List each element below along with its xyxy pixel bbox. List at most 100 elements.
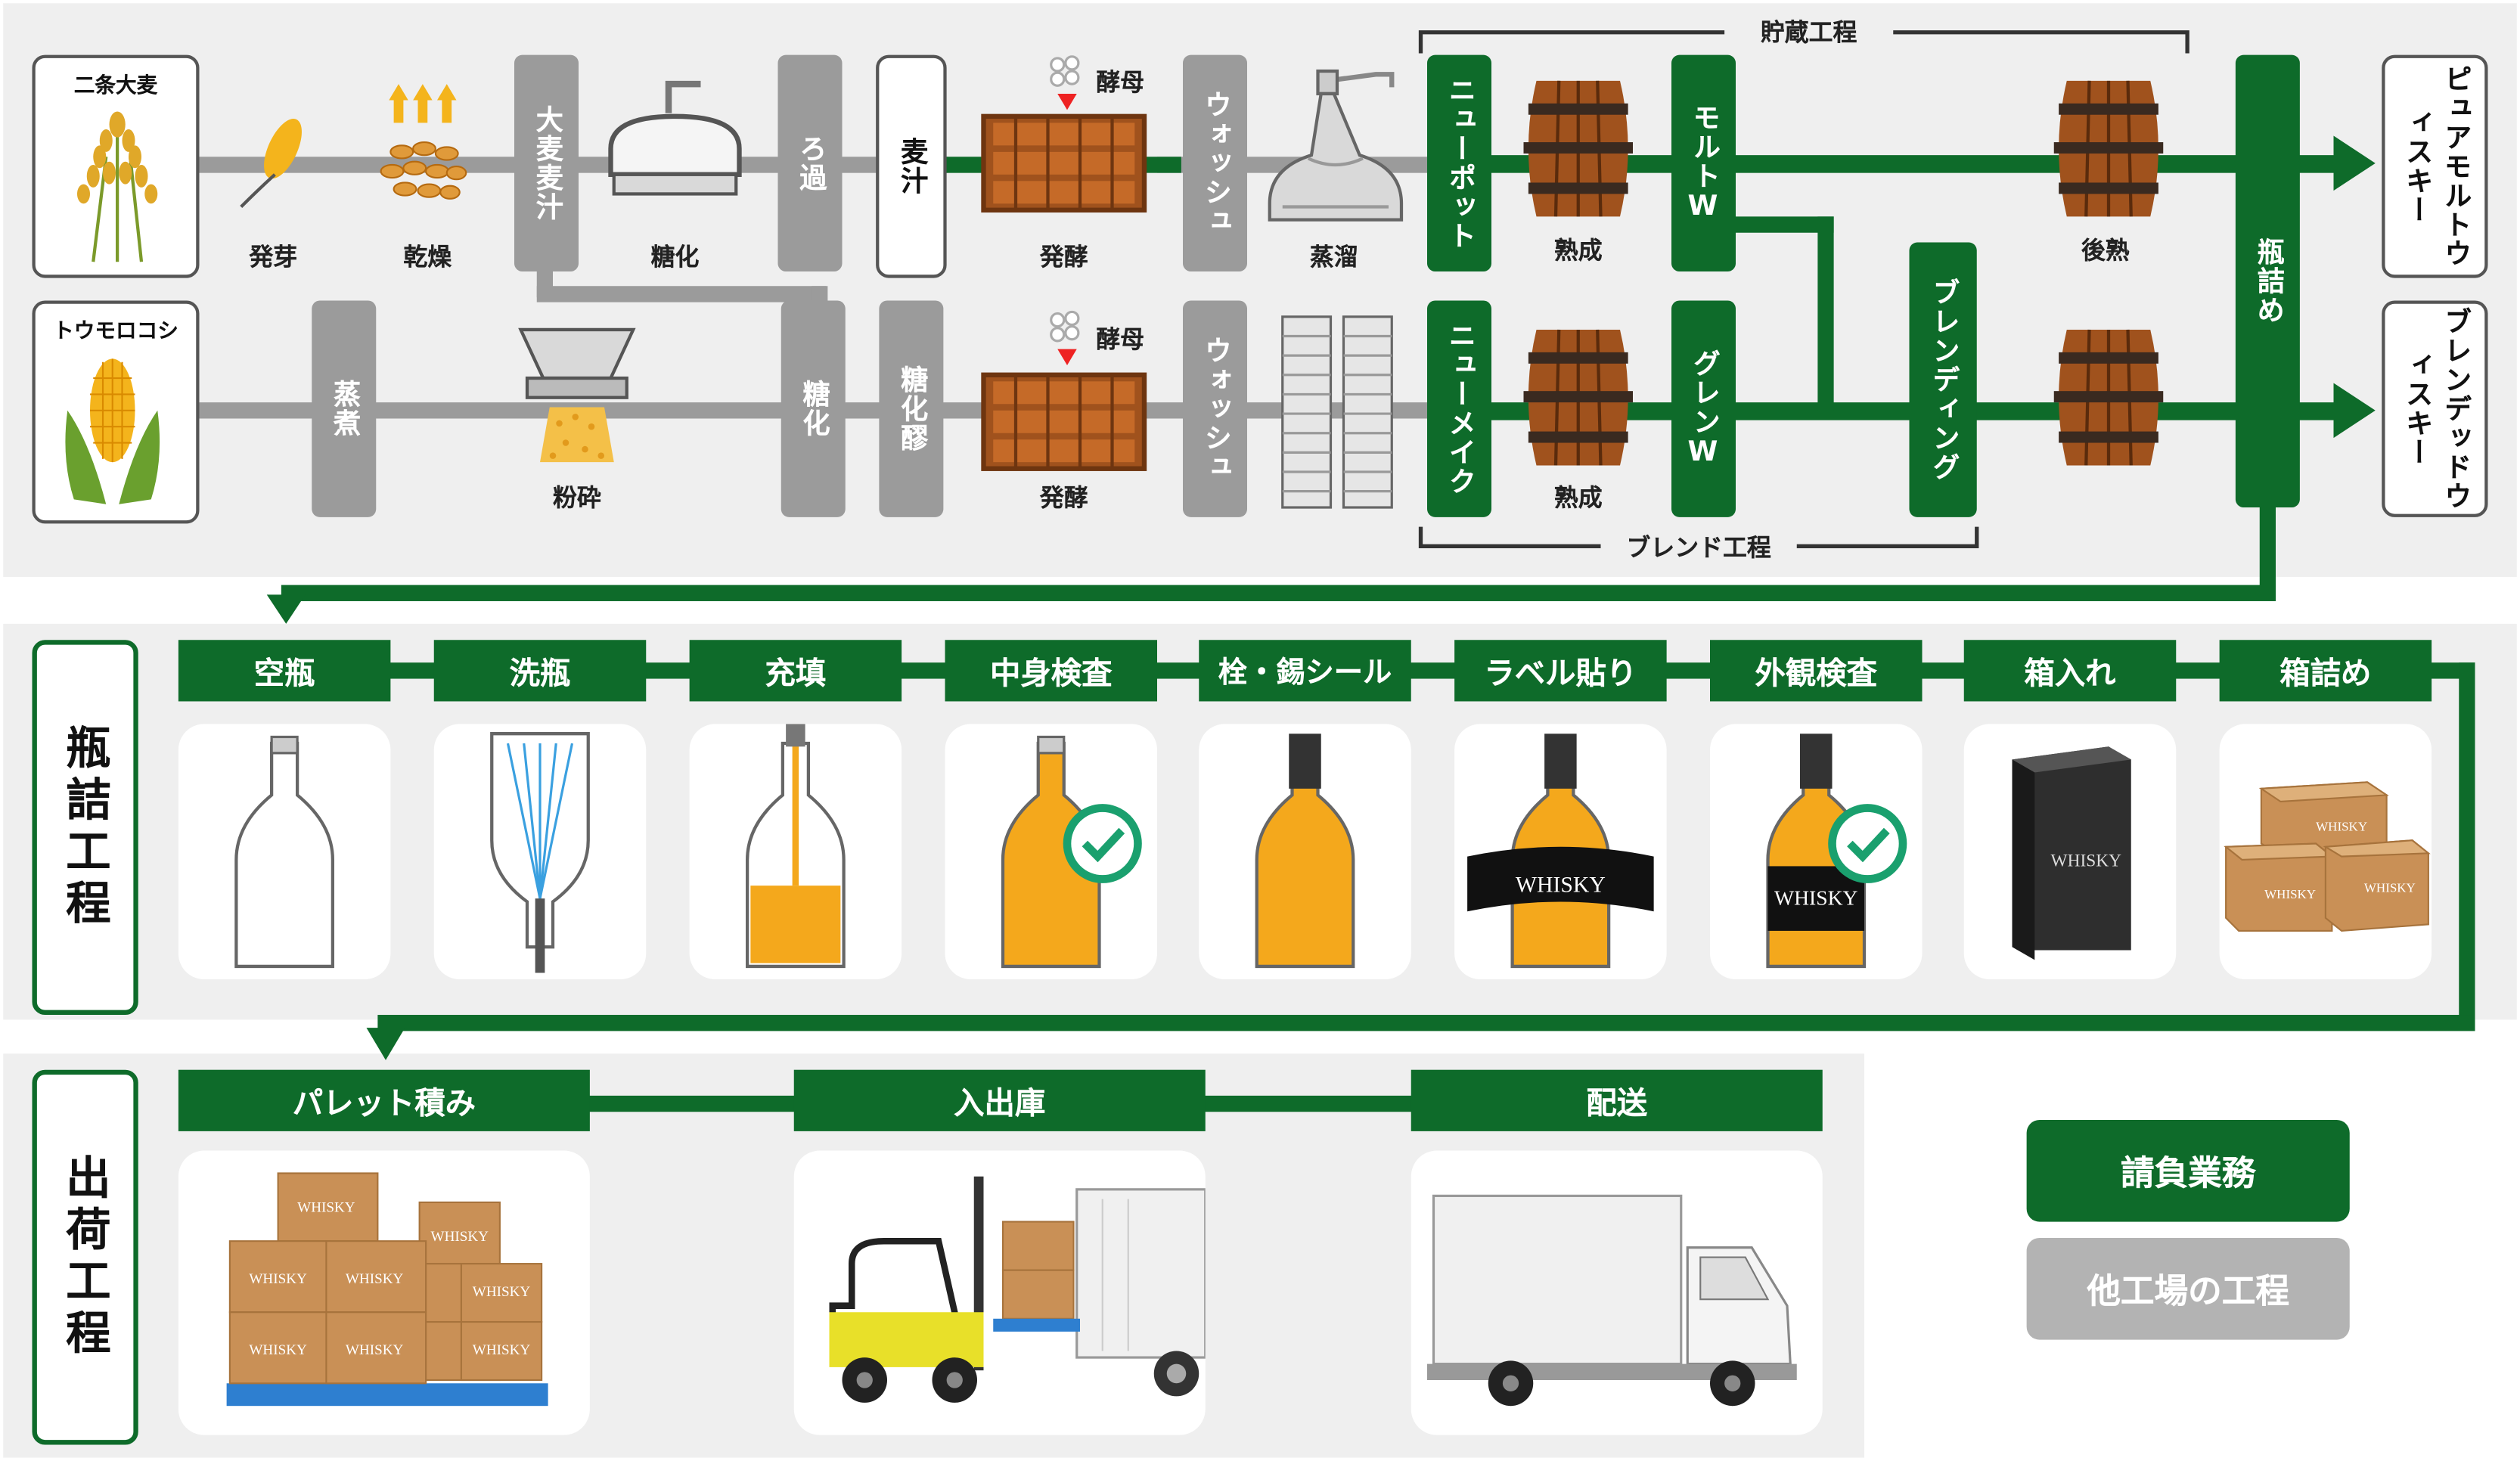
barley-malt-box: 大麦麦汁 (514, 54, 579, 272)
saccharification-malt-label: 糖化 (650, 242, 700, 272)
legend-other-factory: 他工場の工程 (2026, 1237, 2350, 1340)
mash-tun-icon (608, 80, 742, 196)
pallet-text-1: WHISKY (297, 1200, 355, 1216)
pallet-text-8: WHISKY (473, 1342, 531, 1358)
whisky-box-icon: WHISKY (2012, 746, 2131, 960)
malting-label: 発芽 (249, 242, 298, 272)
case-text-3: WHISKY (2364, 881, 2416, 895)
fermentation-bottom-label: 発酵 (1039, 482, 1088, 513)
shipping-step-3: 配送 (1411, 1069, 1823, 1131)
barley-label: 二条大麦 (73, 74, 158, 99)
column-still-icon (1281, 315, 1393, 509)
fermenter-icon-top (981, 113, 1147, 213)
pallet-boxes-icon: WHISKY WHISKY WHISKY WHISKY WHISKY WHISK… (226, 1172, 548, 1407)
bottling-return-pipe (281, 585, 2276, 601)
bottling-step-5: 栓・錫シール (1199, 640, 1411, 702)
barrel-icon-post (2053, 80, 2164, 217)
bottling-down-pipe (2259, 501, 2276, 598)
arrow-head-blended (2333, 383, 2376, 439)
arrow-head-pure (2333, 135, 2376, 191)
forklift-truck-icon (829, 1176, 1207, 1403)
bottling-step-3: 充填 (689, 640, 902, 702)
wash-top-box: ウォッシュ (1183, 54, 1247, 272)
new-make-box: ニューメイク (1427, 300, 1491, 517)
blend-bracket (1418, 526, 1979, 548)
bottling-steps-line (386, 662, 2475, 679)
visual-inspect-icon: WHISKY (1766, 734, 1907, 969)
shipping-return-pipe (377, 1015, 2475, 1031)
shipping-title-box: 出荷工程 (32, 1069, 138, 1445)
content-inspect-icon (1001, 735, 1142, 969)
malt-w-box: モルトW (1671, 54, 1736, 272)
blending-box: ブレンディング (1909, 242, 1977, 517)
delivery-card (1411, 1150, 1823, 1435)
bottling-step-7: 外観検査 (1710, 640, 1923, 702)
yeast-label-top: 酵母 (1096, 67, 1144, 98)
blend-section-label: ブレンド工程 (1626, 533, 1771, 563)
bottling-step-1: 空瓶 (178, 640, 391, 702)
sprout-icon (240, 119, 302, 209)
content-inspect-card (945, 724, 1157, 980)
legend-contracted: 請負業務 (2026, 1119, 2350, 1222)
fill-bottle-card (689, 724, 902, 980)
pure-malt-output: ピュアモルトウィスキー (2382, 54, 2488, 278)
arrow-head-shipping (366, 1028, 405, 1060)
bottling-step-6: ラベル貼り (1454, 640, 1667, 702)
wash-bottom-box: ウォッシュ (1183, 300, 1247, 517)
storage-section-label: 貯蔵工程 (1760, 17, 1857, 47)
storage-bracket (1418, 30, 2189, 54)
label-bottle-icon: WHISKY (1467, 734, 1654, 969)
yeast-icon-bottom (1050, 310, 1080, 365)
pot-still-icon (1268, 69, 1404, 222)
wort-box: 麦汁 (876, 54, 947, 278)
yeast-icon-top (1050, 55, 1080, 110)
barrel-icon-bottom (1523, 329, 1633, 466)
maltw-branch-v (1817, 216, 1834, 411)
pallet-text-4: WHISKY (249, 1342, 307, 1358)
bottling-title-box: 瓶詰工程 (32, 640, 138, 1016)
shipping-title: 出荷工程 (59, 1153, 113, 1361)
empty-bottle-card (178, 724, 391, 980)
pallet-text-5: WHISKY (346, 1342, 404, 1358)
cap-seal-card (1199, 724, 1411, 980)
steaming-box: 蒸煮 (312, 300, 377, 517)
whisky-box-text: WHISKY (2051, 851, 2122, 870)
shipping-step-1: パレット積み (178, 1069, 590, 1131)
maltw-branch-h (1727, 216, 1834, 233)
bottling-box: 瓶詰め (2235, 54, 2300, 508)
drying-icon (380, 84, 467, 200)
warehouse-card (793, 1150, 1207, 1435)
maturation-top-label: 熟成 (1553, 236, 1603, 265)
whisky-label-text-2: WHISKY (1774, 886, 1857, 910)
pallet-text-3: WHISKY (346, 1271, 404, 1287)
pallet-text-2: WHISKY (249, 1271, 307, 1287)
case-text-1: WHISKY (2316, 819, 2367, 833)
corn-icon (65, 358, 160, 504)
case-text-2: WHISKY (2264, 887, 2316, 901)
corn-label: トウモロコシ (53, 320, 178, 345)
grain-w-box: グレンW (1671, 300, 1736, 517)
maturation-bottom-label: 熟成 (1553, 482, 1603, 513)
connector-horizontal (536, 286, 827, 302)
cap-seal-icon (1255, 734, 1355, 969)
barley-icon (77, 111, 158, 262)
shipping-step-2: 入出庫 (793, 1069, 1206, 1131)
bottling-step-2: 洗瓶 (433, 640, 647, 702)
label-card: WHISKY (1454, 724, 1667, 980)
milling-label: 粉砕 (552, 482, 601, 513)
barrel-icon-top (1523, 80, 1633, 217)
saccharified-mash-box: 糖化醪 (879, 300, 944, 517)
cardboard-boxes-icon: WHISKY WHISKY WHISKY (2224, 781, 2431, 932)
blended-output: ブレンデッドウィスキー (2382, 300, 2488, 517)
wash-bottle-icon (490, 732, 590, 973)
yeast-label-bottom: 酵母 (1096, 324, 1144, 355)
arrow-head-bottling (266, 594, 306, 624)
bottling-step-9: 箱詰め (2219, 640, 2432, 702)
empty-bottle-icon (234, 735, 334, 969)
fill-bottle-icon (746, 724, 846, 969)
bottling-right-down (2459, 662, 2475, 1028)
drying-label: 乾燥 (403, 242, 452, 272)
case-pack-card: WHISKY WHISKY WHISKY (2219, 724, 2432, 980)
